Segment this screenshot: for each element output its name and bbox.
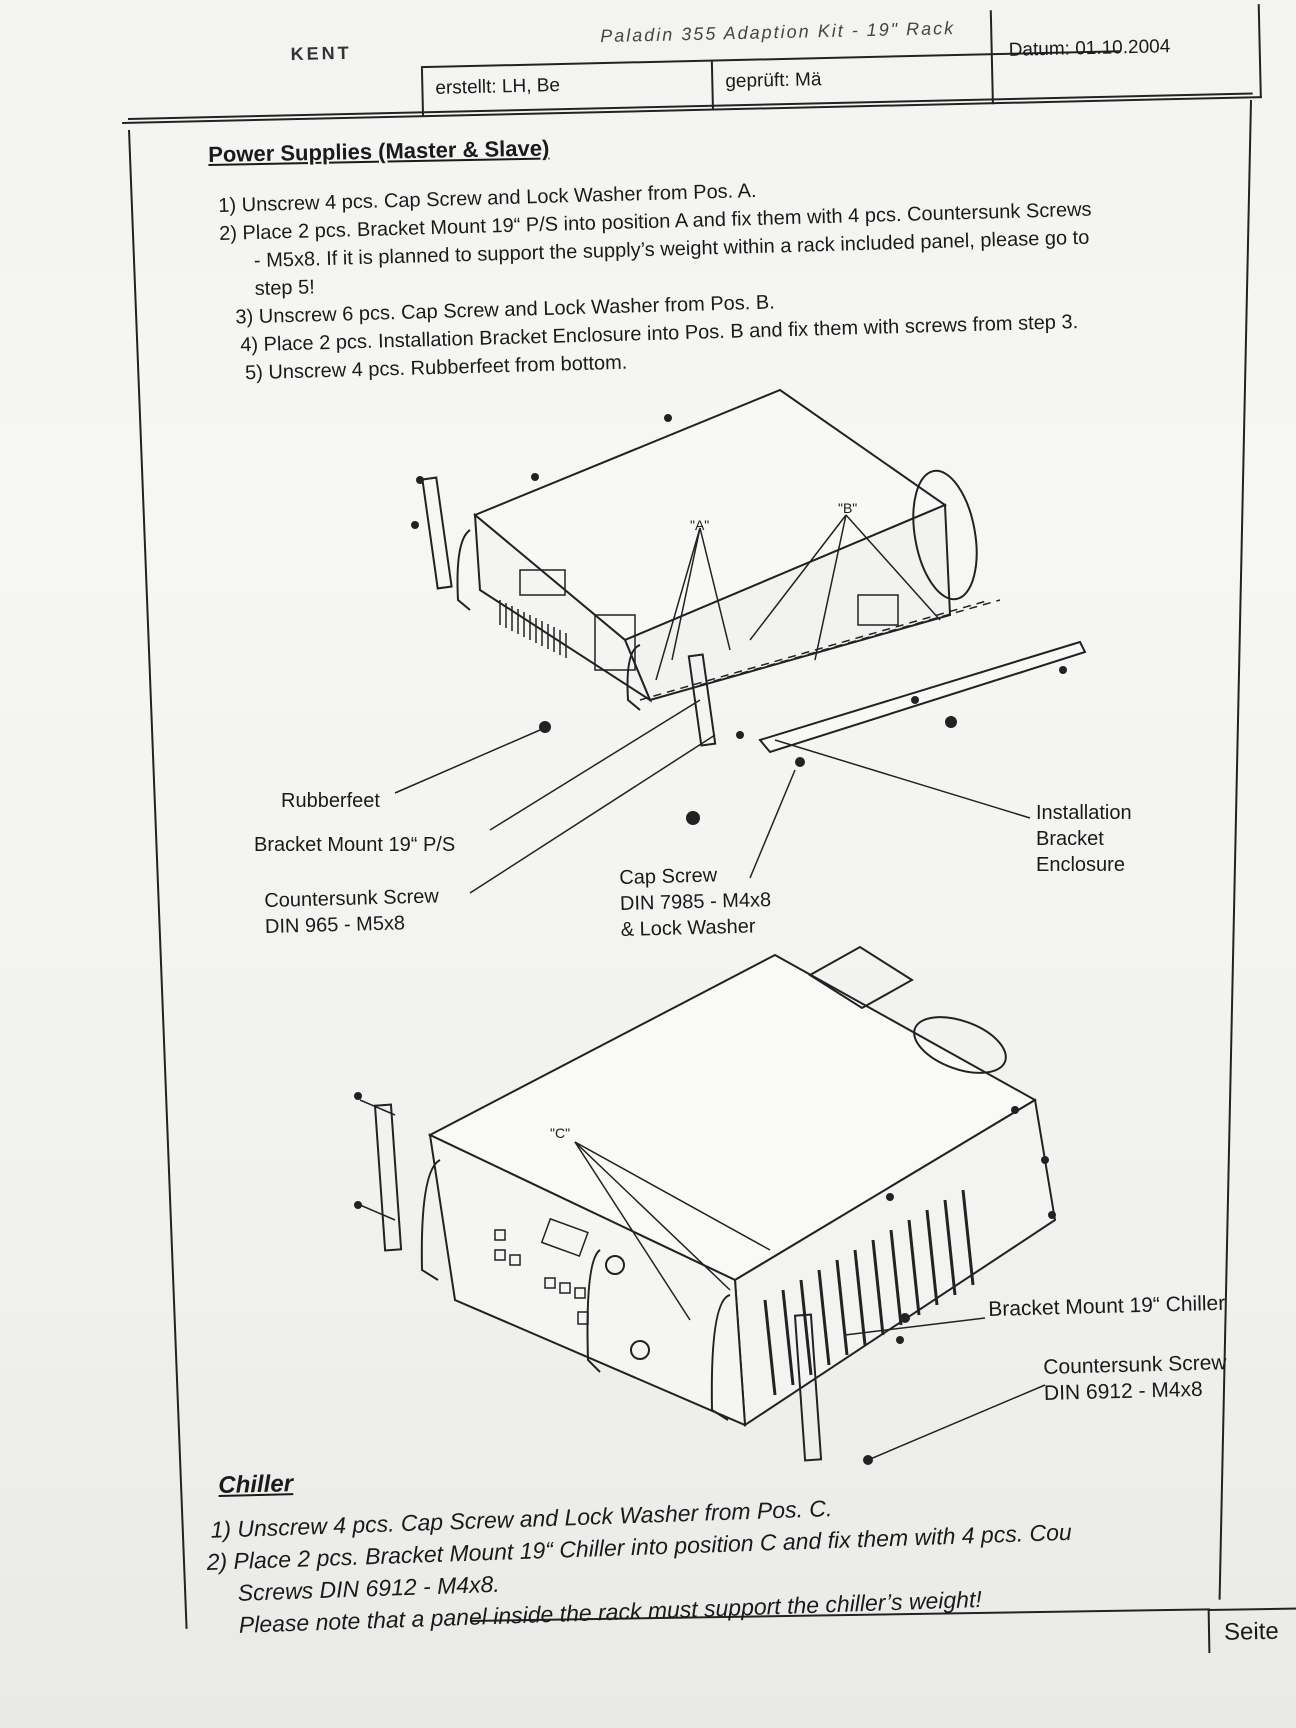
label-rubberfeet: Rubberfeet — [281, 790, 380, 812]
label-line: Installation — [1036, 802, 1132, 824]
power-supply-unit-drawing — [394, 388, 1087, 894]
label-installation-bracket-enclosure: Installation Bracket Enclosure — [1036, 800, 1132, 878]
label-line: Countersunk Screw — [264, 885, 440, 912]
label-bracket-mount-ps: Bracket Mount 19“ P/S — [254, 834, 456, 856]
position-b-marker: "B" — [838, 500, 858, 516]
label-line: Enclosure — [1036, 854, 1125, 876]
label-line: DIN 6912 - M4x8 — [1043, 1377, 1203, 1405]
page-footer-label: Seite — [1207, 1606, 1296, 1654]
label-cap-screw: Cap Screw DIN 7985 - M4x8 & Lock Washer — [619, 861, 772, 943]
label-line: & Lock Washer — [620, 915, 756, 941]
position-c-marker: "C" — [550, 1125, 571, 1141]
section-title-chiller: Chiller — [218, 1470, 294, 1499]
chiller-unit-drawing — [354, 945, 1057, 1465]
label-line: DIN 7985 - M4x8 — [619, 889, 772, 915]
label-countersunk-screw-m4: Countersunk Screw DIN 6912 - M4x8 — [1043, 1350, 1228, 1407]
chiller-section: Chiller — [218, 1470, 293, 1500]
label-line: Bracket — [1036, 828, 1104, 850]
label-line: DIN 965 - M5x8 — [264, 912, 406, 938]
label-line: Cap Screw — [619, 864, 718, 889]
label-countersunk-screw-m5: Countersunk Screw DIN 965 - M5x8 — [264, 883, 440, 940]
position-a-marker: "A" — [690, 517, 710, 533]
